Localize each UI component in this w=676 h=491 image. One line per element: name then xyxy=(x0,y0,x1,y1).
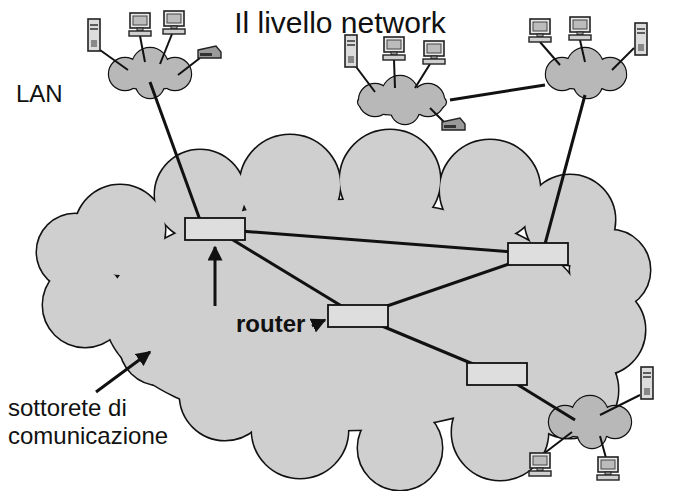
diagram-title: Il livello network xyxy=(2,6,676,41)
cloud-shape xyxy=(546,48,626,98)
cloud-shape xyxy=(358,76,446,124)
router-box xyxy=(185,218,568,385)
lan-label: LAN xyxy=(16,80,96,108)
router-label: router xyxy=(236,310,346,338)
link-lines xyxy=(150,82,585,420)
subnet-label: sottorete di comunicazione xyxy=(8,394,188,449)
cloud-shape xyxy=(109,48,191,98)
